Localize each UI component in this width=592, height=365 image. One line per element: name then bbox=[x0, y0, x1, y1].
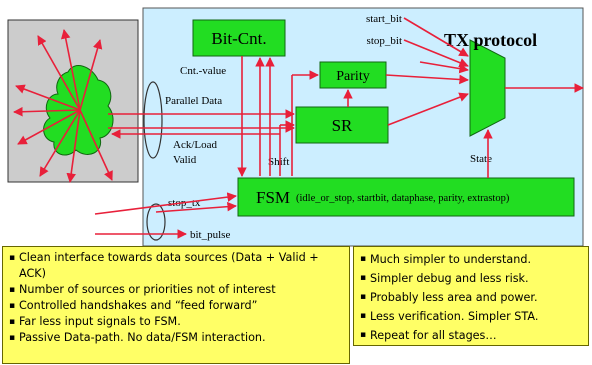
note-item: Controlled handshakes and “feed forward” bbox=[9, 298, 343, 314]
note-item: Passive Data-path. No data/FSM interacti… bbox=[9, 330, 343, 346]
source-rays bbox=[13, 29, 113, 183]
note-item: Far less input signals to FSM. bbox=[9, 314, 343, 330]
start-bit-label: start_bit bbox=[366, 13, 402, 25]
shift-label: Shift bbox=[268, 156, 289, 168]
signal-arrows bbox=[94, 17, 584, 239]
state-label: State bbox=[470, 153, 492, 165]
stop-bit-label: stop_bit bbox=[367, 35, 402, 47]
parallel-data-label: Parallel Data bbox=[165, 95, 222, 107]
note-item: Repeat for all stages… bbox=[360, 326, 582, 345]
note-item: Number of sources or priorities not of i… bbox=[9, 282, 343, 298]
note-item: Clean interface towards data sources (Da… bbox=[9, 250, 343, 282]
sr-block bbox=[295, 106, 389, 144]
bit-pulse-ellipse bbox=[146, 203, 166, 241]
bit-cnt-block bbox=[192, 19, 286, 57]
bit-cnt-label: Bit-Cnt. bbox=[211, 29, 266, 48]
note-item: Probably less area and power. bbox=[360, 288, 582, 307]
note-item: Less verification. Simpler STA. bbox=[360, 307, 582, 326]
ack-load-label: Ack/Load bbox=[173, 139, 217, 151]
diagram-title: TX protocol bbox=[444, 30, 537, 50]
valid-label: Valid bbox=[173, 154, 197, 166]
mux bbox=[469, 39, 506, 137]
parity-label: Parity bbox=[336, 69, 369, 84]
bit-pulse-label: bit_pulse bbox=[190, 229, 230, 241]
cnt-value-label: Cnt.-value bbox=[180, 65, 226, 77]
note-item: Much simpler to understand. bbox=[360, 250, 582, 269]
note-item: Simpler debug and less risk. bbox=[360, 269, 582, 288]
notes-left-box: Clean interface towards data sources (Da… bbox=[2, 246, 350, 364]
fsm-states-label: (idle_or_stop, startbit, dataphase, pari… bbox=[296, 193, 510, 204]
notes-right-box: Much simpler to understand. Simpler debu… bbox=[353, 246, 589, 346]
sr-label: SR bbox=[332, 116, 353, 135]
interface-ellipse bbox=[143, 81, 163, 159]
fsm-label: FSM bbox=[256, 188, 290, 207]
fsm-block bbox=[237, 177, 575, 217]
